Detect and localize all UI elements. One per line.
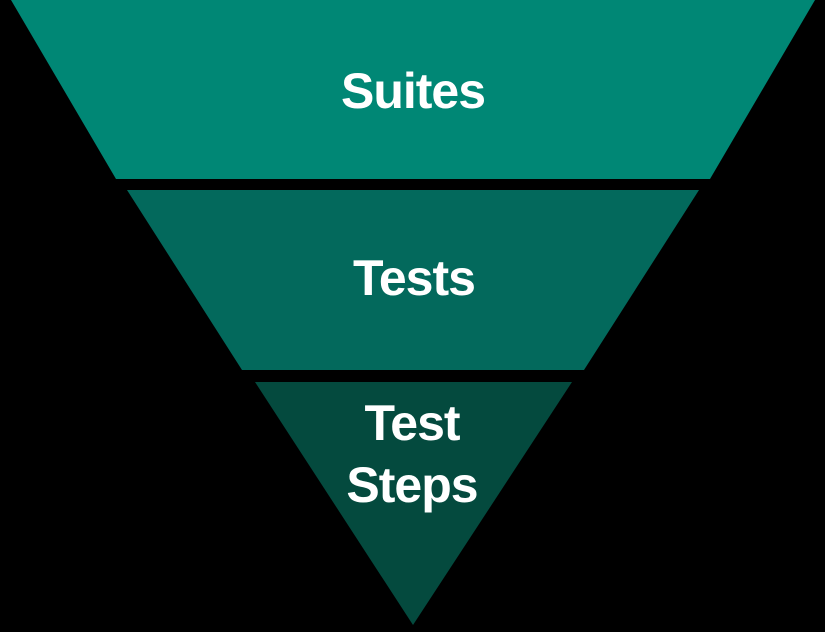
pyramid-level-test-steps-shape — [255, 382, 572, 625]
pyramid-level-test-steps-label-line-2: Steps — [346, 457, 477, 513]
pyramid-level-suites-shape — [11, 0, 815, 179]
pyramid-level-tests-shape — [127, 190, 699, 370]
pyramid-level-tests-label: Tests — [353, 250, 475, 306]
pyramid-level-test-steps-label-line-1: Test — [364, 395, 460, 451]
pyramid-level-suites-label: Suites — [341, 63, 485, 119]
